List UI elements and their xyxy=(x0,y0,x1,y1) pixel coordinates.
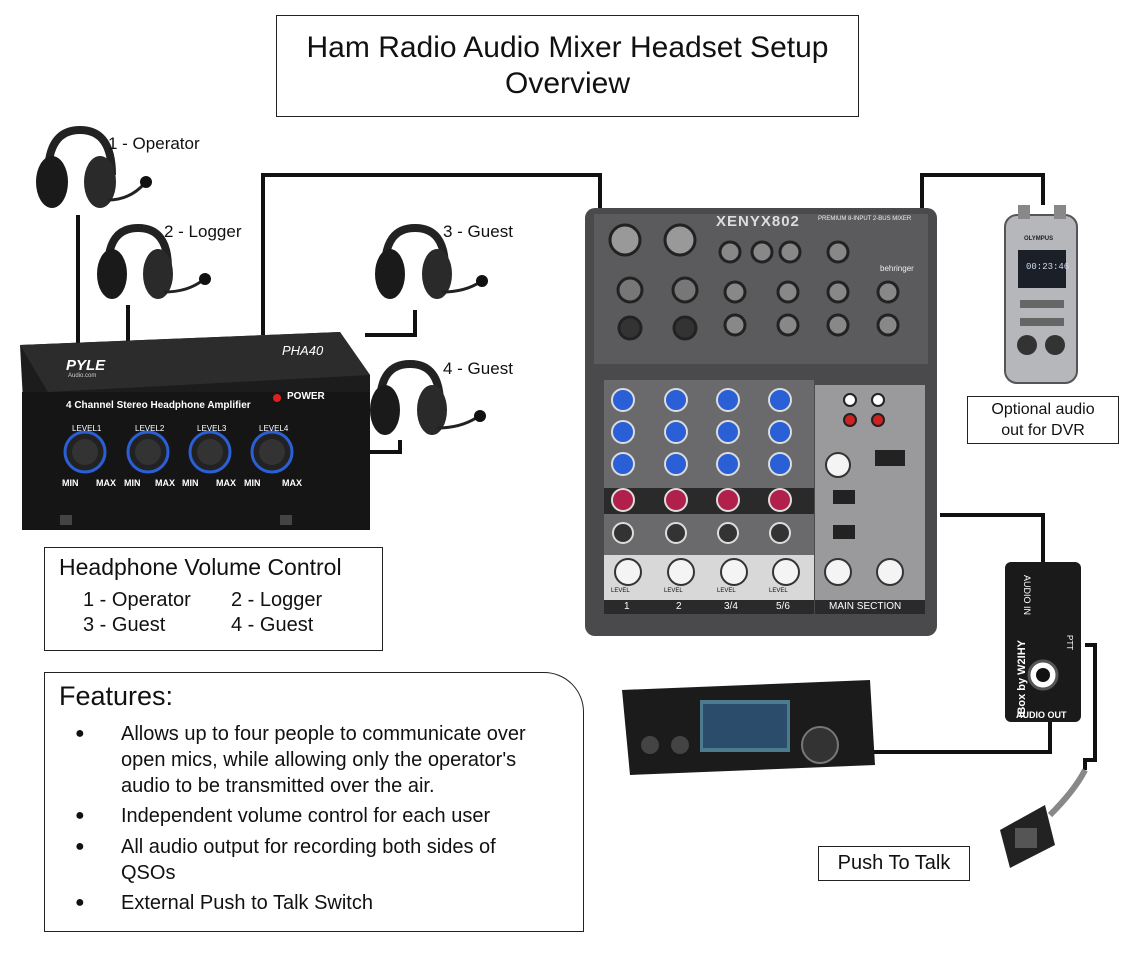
mixer-level-knobs xyxy=(614,452,904,586)
mixer-level-label-1: LEVEL xyxy=(611,588,630,594)
amp-knob-label-4: LEVEL4 xyxy=(259,424,289,433)
headset-3-label: 3 - Guest xyxy=(443,222,513,241)
mixer-channel-5-6: 5/6 xyxy=(776,601,790,612)
amp-min-label-4: MIN xyxy=(244,478,261,488)
mixer-maker: behringer xyxy=(880,264,914,273)
amp-brand: PYLE xyxy=(66,357,106,374)
mixer-main-section: MAIN SECTION xyxy=(829,601,902,612)
volume-item-2: 2 - Logger xyxy=(231,589,323,611)
headset-4-icon xyxy=(370,359,486,435)
headset-1-icon xyxy=(36,125,152,208)
headset-1-label: 1 - Operator xyxy=(108,134,200,153)
features-title: Features: xyxy=(59,681,174,711)
ibox-device xyxy=(1005,562,1081,722)
amp-model: PHA40 xyxy=(282,343,324,358)
features-box: Features: ● Allows up to four people to … xyxy=(44,672,584,932)
cable-mixer-to-recorder xyxy=(920,173,1045,210)
amp-knobs xyxy=(63,430,294,474)
mixer-channel-3-4: 3/4 xyxy=(724,601,738,612)
amp-knob-label-3: LEVEL3 xyxy=(197,424,227,433)
dvr-note-box: Optional audio out for DVR xyxy=(967,396,1119,444)
ibox-name: iBox by W2IHY xyxy=(1016,640,1028,718)
ibox-audio-out: AUDIO OUT xyxy=(1016,710,1067,720)
amp-max-label-4: MAX xyxy=(282,478,302,488)
headset-4-label: 4 - Guest xyxy=(443,359,513,378)
headphone-amplifier xyxy=(20,332,370,530)
power-led-icon xyxy=(273,394,281,402)
cable-headset4 xyxy=(360,440,402,454)
mixer-eq-knobs xyxy=(611,388,792,476)
feature-text: External Push to Talk Switch xyxy=(121,892,373,914)
radio-transceiver xyxy=(622,680,875,775)
bullet-icon: ● xyxy=(75,894,85,911)
amp-max-label-1: MAX xyxy=(96,478,116,488)
recorder-brand: OLYMPUS xyxy=(1024,236,1054,242)
amp-max-label-3: MAX xyxy=(216,478,236,488)
mixer-channel-1: 1 xyxy=(624,601,630,612)
mixer-brand: XENYX802 xyxy=(716,213,800,230)
volume-item-4: 4 - Guest xyxy=(231,614,314,636)
cable-ibox-to-ptt xyxy=(1083,643,1097,770)
cables xyxy=(76,173,1097,770)
headset-2-label: 2 - Logger xyxy=(164,222,242,241)
cable-headset3 xyxy=(365,310,417,337)
amp-min-label-3: MIN xyxy=(182,478,199,488)
amp-knob-label-1: LEVEL1 xyxy=(72,424,102,433)
headset-2-icon xyxy=(97,223,211,299)
audio-recorder xyxy=(1004,205,1078,384)
volume-control-title: Headphone Volume Control xyxy=(59,554,342,580)
mixer-level-label-3: LEVEL xyxy=(717,588,736,594)
bullet-icon: ● xyxy=(75,725,85,742)
amp-min-label-1: MIN xyxy=(62,478,79,488)
bullet-icon: ● xyxy=(75,807,85,824)
dvr-note-line-2: out for DVR xyxy=(1001,422,1085,439)
amp-brand-sub: Audio.com xyxy=(68,373,97,379)
feature-item: ● Independent volume control for each us… xyxy=(75,803,555,831)
amp-power-label: POWER xyxy=(287,391,325,402)
dvr-note-line-1: Optional audio xyxy=(991,401,1095,418)
mixer-fx-knobs xyxy=(611,488,792,512)
audio-mixer xyxy=(585,208,937,636)
recorder-time: 00:23:46 xyxy=(1026,262,1070,272)
feature-text: All audio output for recording both side… xyxy=(121,836,496,884)
amp-max-label-2: MAX xyxy=(155,478,175,488)
mixer-subtitle: PREMIUM 8-INPUT 2-BUS MIXER xyxy=(818,216,912,222)
mixer-rca-jacks xyxy=(843,393,885,427)
title-line-1: Ham Radio Audio Mixer Headset Setup xyxy=(306,31,829,64)
mixer-level-label-4: LEVEL xyxy=(769,588,788,594)
push-to-talk-label: Push To Talk xyxy=(818,846,970,881)
feature-item: ● Allows up to four people to communicat… xyxy=(75,721,555,801)
feature-text: Allows up to four people to communicate … xyxy=(121,723,526,797)
cable-mixer-to-ibox xyxy=(940,513,1045,562)
title-line-2: Overview xyxy=(504,67,631,100)
amp-knob-label-2: LEVEL2 xyxy=(135,424,165,433)
volume-control-box: Headphone Volume Control 1 - Operator 2 … xyxy=(44,547,383,651)
ibox-audio-in: AUDIO IN xyxy=(1022,575,1032,616)
amp-name: 4 Channel Stereo Headphone Amplifier xyxy=(66,400,251,411)
feature-text: Independent volume control for each user xyxy=(121,805,491,827)
cable-amp-to-mixer xyxy=(261,173,602,335)
mixer-level-label-2: LEVEL xyxy=(664,588,683,594)
feature-item: ● External Push to Talk Switch xyxy=(75,890,555,918)
feature-item: ● All audio output for recording both si… xyxy=(75,834,555,888)
headset-3-icon xyxy=(375,223,488,299)
ibox-ptt: PTT xyxy=(1065,635,1074,651)
amp-min-label-2: MIN xyxy=(124,478,141,488)
diagram-title: Ham Radio Audio Mixer Headset Setup Over… xyxy=(276,15,859,117)
volume-item-1: 1 - Operator xyxy=(83,589,191,611)
volume-item-3: 3 - Guest xyxy=(83,614,166,636)
ptt-switch xyxy=(1000,768,1088,868)
mixer-channel-2: 2 xyxy=(676,601,682,612)
bullet-icon: ● xyxy=(75,838,85,855)
cable-ibox-to-radio xyxy=(870,722,1052,754)
